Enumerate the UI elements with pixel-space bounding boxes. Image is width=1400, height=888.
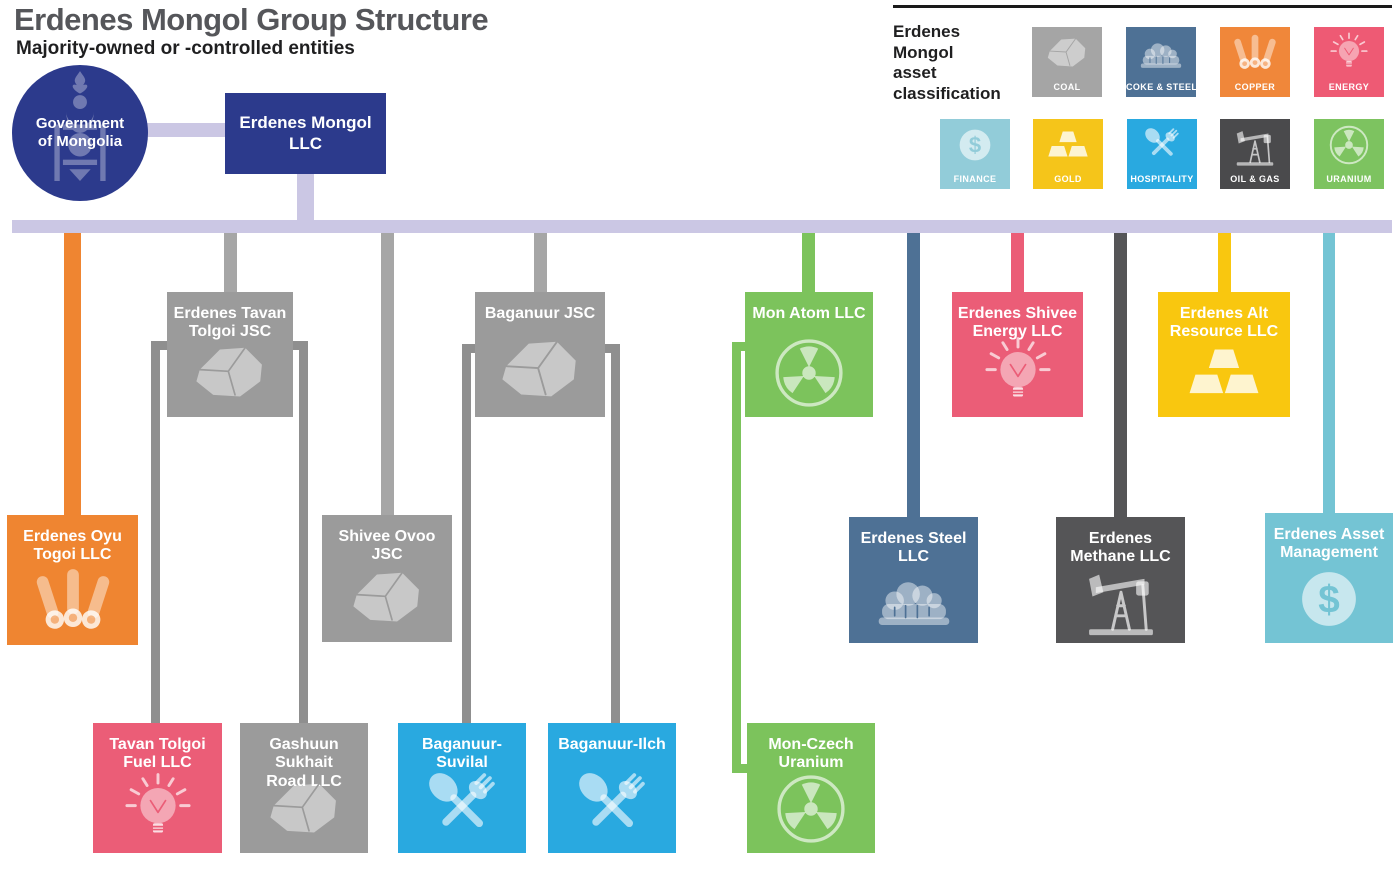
- connector-baganuur-left-leg: [462, 344, 471, 723]
- connector-drop-alt-resource: [1218, 233, 1231, 292]
- org-node-mon-czech-uranium: Mon-Czech Uranium: [747, 723, 875, 853]
- org-node-baganuur-jsc: Baganuur JSC: [475, 292, 605, 417]
- connector-drop-baganuur: [534, 233, 547, 292]
- org-node-label: Erdenes Oyu Togoi LLC: [23, 528, 122, 564]
- legend-label: GOLD: [1054, 174, 1082, 184]
- org-node-label: Erdenes Mongol LLC: [239, 113, 372, 153]
- uranium-icon: [767, 331, 851, 415]
- hospitality-icon: [1138, 121, 1186, 169]
- coal-icon: [262, 767, 346, 851]
- connector-mon-atom-leg: [732, 764, 748, 773]
- legend-label: ENERGY: [1328, 82, 1370, 92]
- coal-icon: [345, 556, 429, 640]
- org-node-label: Mon-Czech Uranium: [768, 736, 854, 772]
- connector-drop-shivee-energy: [1011, 233, 1024, 292]
- finance-icon: [1287, 557, 1371, 641]
- org-node-label: Erdenes Tavan Tolgoi JSC: [173, 305, 287, 341]
- legend-label: HOSPITALITY: [1130, 174, 1194, 184]
- coke-steel-icon: [1137, 29, 1185, 77]
- gold-icon: [1182, 331, 1266, 415]
- page-subtitle: Majority-owned or -controlled entities: [16, 38, 355, 59]
- oil-gas-icon: [1231, 121, 1279, 169]
- org-node-erdenes-shivee-energy-llc: Erdenes Shivee Energy LLC: [952, 292, 1083, 417]
- org-node-label: Shivee Ovoo JSC: [338, 528, 436, 564]
- legend-label: COPPER: [1234, 82, 1276, 92]
- org-node-erdenes-asset-management: Erdenes Asset Management: [1265, 513, 1393, 643]
- connector-drop-methane: [1114, 233, 1127, 517]
- legend-item-copper: COPPER: [1220, 27, 1290, 97]
- legend-heading: Erdenes Mongol asset classification: [893, 22, 1001, 104]
- legend-item-coal: COAL: [1032, 27, 1102, 97]
- legend-label: FINANCE: [953, 174, 997, 184]
- legend-label: URANIUM: [1326, 174, 1372, 184]
- org-node-label: Erdenes Steel LLC: [860, 530, 967, 566]
- hospitality-icon: [413, 759, 511, 853]
- connector-parent-to-spine: [297, 173, 314, 221]
- coal-icon: [491, 323, 589, 417]
- connector-drop-shivee-ovoo: [381, 233, 394, 515]
- copper-icon: [31, 559, 115, 643]
- org-node-erdenes-alt-resource-llc: Erdenes Alt Resource LLC: [1158, 292, 1290, 417]
- org-node-label: Erdenes Asset Management: [1273, 526, 1385, 562]
- government-label: Government of Mongolia: [35, 115, 125, 150]
- uranium-icon: [1325, 121, 1373, 169]
- org-node-erdenes-steel-llc: Erdenes Steel LLC: [849, 517, 978, 643]
- connector-mon-atom-leg: [732, 342, 741, 773]
- legend-item-hospitality: HOSPITALITY: [1127, 119, 1197, 189]
- org-node-baganuur-ilch: Baganuur-Ilch: [548, 723, 676, 853]
- coal-icon: [188, 331, 272, 415]
- legend-item-finance: FINANCE: [940, 119, 1010, 189]
- legend-label: COAL: [1053, 82, 1081, 92]
- connector-spine: [12, 220, 1392, 233]
- connector-drop-asset-mgmt: [1323, 233, 1335, 513]
- oil-gas-icon: [1079, 557, 1163, 641]
- org-node-label: Mon Atom LLC: [752, 305, 866, 322]
- energy-icon: [976, 331, 1060, 415]
- org-node-label: Erdenes Methane LLC: [1070, 530, 1171, 566]
- org-node-baganuur-suvilal: Baganuur- Suvilal: [398, 723, 526, 853]
- energy-icon: [116, 767, 200, 851]
- org-node-mon-atom-llc: Mon Atom LLC: [745, 292, 873, 417]
- government-of-mongolia-seal: Government of Mongolia: [12, 65, 148, 201]
- finance-icon: [951, 121, 999, 169]
- org-node-label: Baganuur- Suvilal: [422, 736, 502, 772]
- legend-item-gold: GOLD: [1033, 119, 1103, 189]
- page-title: Erdenes Mongol Group Structure: [14, 2, 489, 37]
- legend-divider: [893, 5, 1392, 8]
- energy-icon: [1325, 29, 1373, 77]
- coal-icon: [1043, 29, 1091, 77]
- org-node-gashuun-sukhait-road-llc: Gashuun Sukhait Road LLC: [240, 723, 368, 853]
- connector-drop-tavan-tolgoi: [224, 233, 237, 292]
- legend-item-coke-steel: COKE & STEEL: [1126, 27, 1198, 97]
- org-node-label: Erdenes Shivee Energy LLC: [957, 305, 1078, 341]
- org-node-shivee-ovoo-jsc: Shivee Ovoo JSC: [322, 515, 452, 642]
- connector-tavan-tolgoi-right-leg: [299, 341, 308, 723]
- legend-item-oil-gas: OIL & GAS: [1220, 119, 1290, 189]
- connector-drop-mon-atom: [802, 233, 815, 292]
- legend-label: COKE & STEEL: [1126, 82, 1198, 92]
- connector-drop-oyu-togoi: [64, 233, 81, 515]
- connector-drop-steel: [907, 233, 920, 517]
- coke-steel-icon: [872, 557, 956, 641]
- legend-label: OIL & GAS: [1230, 174, 1280, 184]
- org-node-label: Tavan Tolgoi Fuel LLC: [109, 736, 206, 772]
- copper-icon: [1231, 29, 1279, 77]
- uranium-icon: [769, 767, 853, 851]
- org-node-erdenes-methane-llc: Erdenes Methane LLC: [1056, 517, 1185, 643]
- org-node-label: Baganuur-Ilch: [558, 736, 666, 753]
- org-node-erdenes-mongol-llc: Erdenes Mongol LLC: [225, 93, 386, 174]
- org-node-tavan-tolgoi-fuel-llc: Tavan Tolgoi Fuel LLC: [93, 723, 222, 853]
- connector-baganuur-right-leg: [611, 344, 620, 723]
- gold-icon: [1044, 121, 1092, 169]
- org-node-label: Erdenes Alt Resource LLC: [1169, 305, 1279, 341]
- org-node-erdenes-tavan-tolgoi-jsc: Erdenes Tavan Tolgoi JSC: [167, 292, 293, 417]
- connector-tavan-tolgoi-left-leg: [151, 341, 160, 723]
- org-node-erdenes-oyu-togoi-llc: Erdenes Oyu Togoi LLC: [7, 515, 138, 645]
- org-node-label: Baganuur JSC: [484, 305, 596, 322]
- legend-item-uranium: URANIUM: [1314, 119, 1384, 189]
- legend-item-energy: ENERGY: [1314, 27, 1384, 97]
- hospitality-icon: [563, 759, 661, 853]
